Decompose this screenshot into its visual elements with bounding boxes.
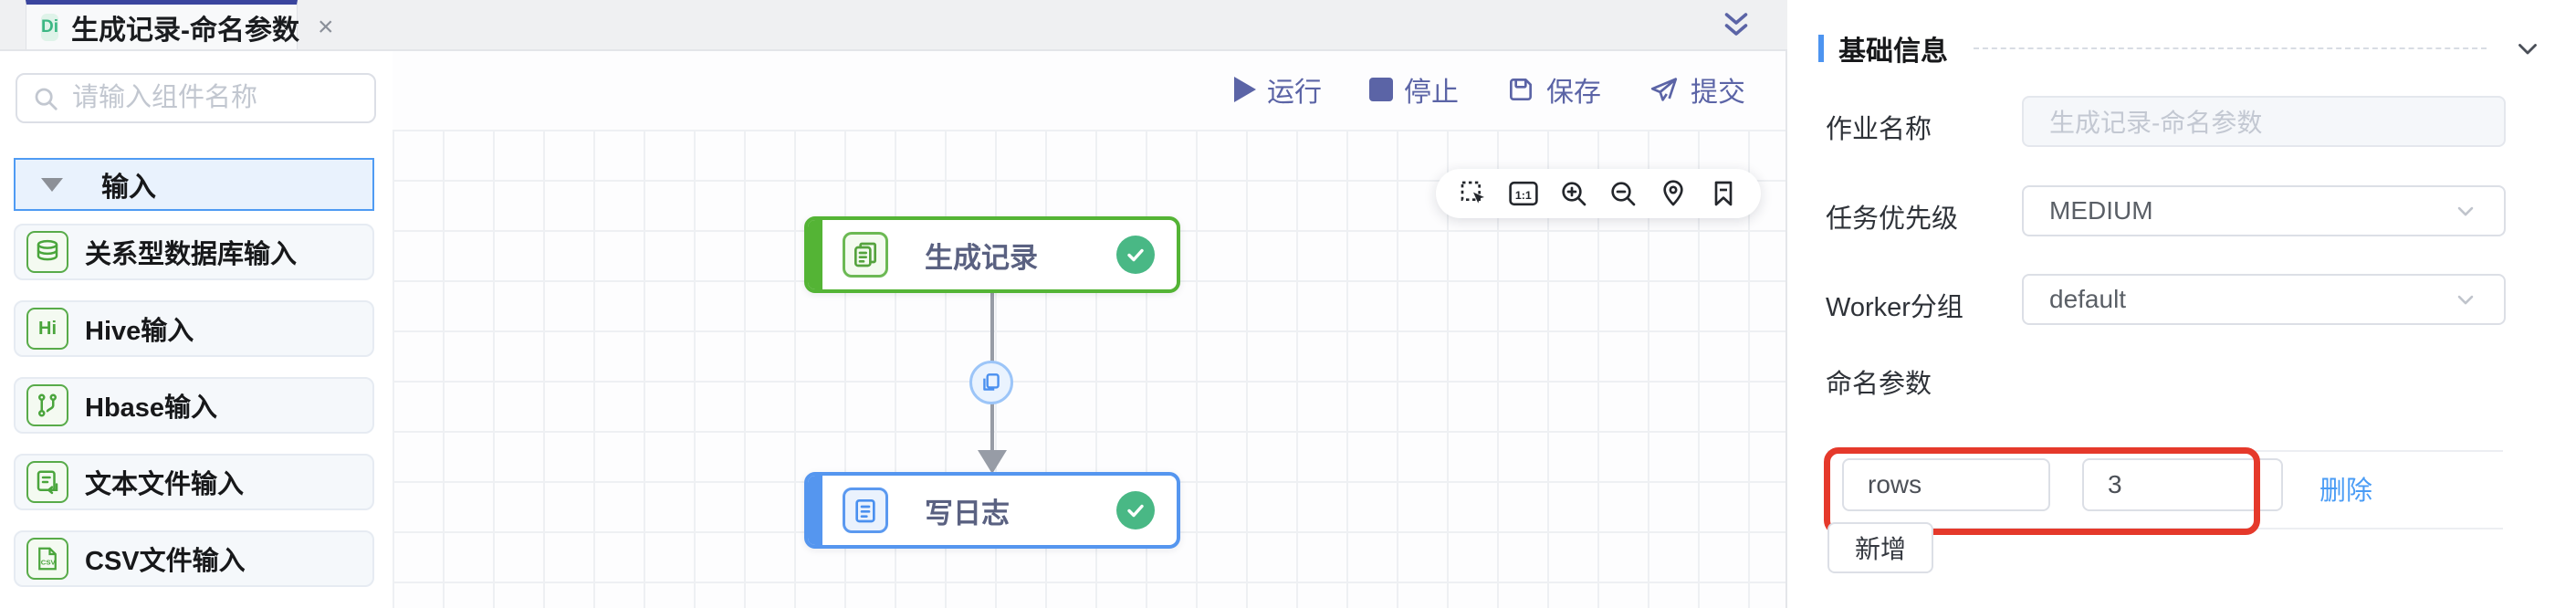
chevron-down-icon[interactable]: [2512, 33, 2543, 64]
csv-file-icon: CSV: [26, 538, 68, 580]
worker-group-select[interactable]: default: [2022, 274, 2506, 325]
stop-icon: [1369, 78, 1393, 101]
section-accent-bar: [1818, 35, 1824, 62]
named-params-label: 命名参数: [1826, 370, 1932, 399]
node-success-icon: [1116, 491, 1155, 529]
tab-close-icon[interactable]: ×: [318, 11, 334, 42]
component-item-csv-file-input[interactable]: CSV CSV文件输入: [14, 530, 374, 587]
param-value-input[interactable]: [2082, 458, 2283, 511]
generate-records-icon: [843, 232, 888, 278]
component-label: 文本文件输入: [85, 470, 245, 499]
zoom-in-icon[interactable]: [1558, 178, 1589, 209]
dag-canvas[interactable]: 运行 停止 保存 提交: [393, 51, 1787, 608]
save-button[interactable]: 保存: [1506, 69, 1601, 110]
play-icon: [1234, 77, 1256, 102]
component-label: 关系型数据库输入: [85, 240, 298, 269]
stop-label: 停止: [1404, 78, 1459, 108]
component-list: 关系型数据库输入 Hi Hive输入 Hbase输入: [14, 224, 374, 587]
canvas-toolbar: 1:1: [1436, 169, 1761, 218]
node-label: 生成记录: [925, 241, 1038, 274]
job-name-label: 作业名称: [1826, 115, 1932, 144]
component-label: CSV文件输入: [85, 547, 246, 576]
component-item-text-file-input[interactable]: 文本文件输入: [14, 454, 374, 510]
tab-title: 生成记录-命名参数: [71, 15, 299, 46]
database-icon: [26, 231, 68, 273]
job-name-field: [2022, 96, 2506, 147]
locate-icon[interactable]: [1658, 178, 1689, 209]
add-param-button[interactable]: 新增: [1827, 522, 1933, 573]
submit-icon: [1650, 78, 1678, 101]
component-item-hbase-input[interactable]: Hbase输入: [14, 377, 374, 434]
save-label: 保存: [1546, 78, 1601, 108]
run-button[interactable]: 运行: [1234, 69, 1322, 110]
write-log-icon: [843, 487, 888, 533]
worker-group-value: default: [2049, 285, 2127, 313]
properties-panel: 基础信息 作业名称 任务优先级 MEDIUM Worker分组 default …: [1789, 0, 2576, 608]
sidebar-group-input[interactable]: 输入: [14, 158, 374, 211]
svg-text:CSV: CSV: [41, 558, 57, 566]
node-generate-records[interactable]: 生成记录: [804, 216, 1180, 293]
save-icon: [1510, 79, 1532, 100]
section-divider: [1974, 47, 2487, 49]
sidebar-group-label: 输入: [101, 173, 156, 203]
task-priority-value: MEDIUM: [2049, 196, 2153, 225]
bookmark-icon[interactable]: [1708, 178, 1739, 209]
search-input[interactable]: [72, 83, 360, 113]
submit-button[interactable]: 提交: [1649, 69, 1745, 110]
text-file-icon: [26, 461, 68, 503]
svg-text:1:1: 1:1: [1515, 189, 1532, 202]
component-label: Hbase输入: [85, 393, 218, 423]
canvas-action-bar: 运行 停止 保存 提交: [1234, 69, 1745, 110]
collapse-triangle-icon: [41, 177, 63, 192]
node-color-bar: [808, 476, 822, 545]
chevron-down-icon: [2457, 295, 2474, 305]
run-label: 运行: [1267, 78, 1322, 108]
double-chevron-down-icon[interactable]: [1716, 7, 1756, 44]
zoom-out-icon[interactable]: [1607, 178, 1639, 209]
node-label: 写日志: [925, 497, 1010, 529]
submit-label: 提交: [1691, 78, 1745, 108]
section-title: 基础信息: [1838, 37, 1948, 67]
marquee-select-icon[interactable]: [1458, 178, 1489, 209]
hive-icon: Hi: [26, 308, 68, 350]
node-color-bar: [808, 220, 822, 289]
task-priority-select[interactable]: MEDIUM: [2022, 185, 2506, 236]
component-item-rdb-input[interactable]: 关系型数据库输入: [14, 224, 374, 280]
di-badge-icon: Di: [41, 13, 58, 41]
node-success-icon: [1116, 236, 1155, 274]
chevron-down-icon: [2457, 206, 2474, 216]
edge-arrow-icon: [978, 450, 1007, 474]
node-write-log[interactable]: 写日志: [804, 472, 1180, 549]
basic-info-section-header[interactable]: 基础信息: [1818, 33, 2543, 67]
param-row-divider: [1827, 450, 2503, 452]
search-icon: [35, 88, 58, 110]
component-label: Hive输入: [85, 317, 194, 346]
actual-size-icon[interactable]: 1:1: [1508, 178, 1539, 209]
edge-copy-badge-icon[interactable]: [969, 361, 1013, 404]
component-sidebar: 输入 关系型数据库输入 Hi Hive输入: [0, 51, 393, 608]
delete-param-link[interactable]: 删除: [2319, 477, 2373, 506]
worker-group-label: Worker分组: [1826, 293, 1963, 322]
job-name-input: [2049, 107, 2478, 136]
param-name-input[interactable]: [1842, 458, 2050, 511]
task-priority-label: 任务优先级: [1826, 204, 1959, 234]
component-item-hive-input[interactable]: Hi Hive输入: [14, 300, 374, 357]
stop-button[interactable]: 停止: [1369, 69, 1459, 110]
component-search[interactable]: [16, 73, 376, 123]
hbase-icon: [26, 384, 68, 426]
tab-active[interactable]: Di 生成记录-命名参数 ×: [26, 0, 334, 49]
tab-bar: Di 生成记录-命名参数 ×: [0, 0, 1787, 51]
